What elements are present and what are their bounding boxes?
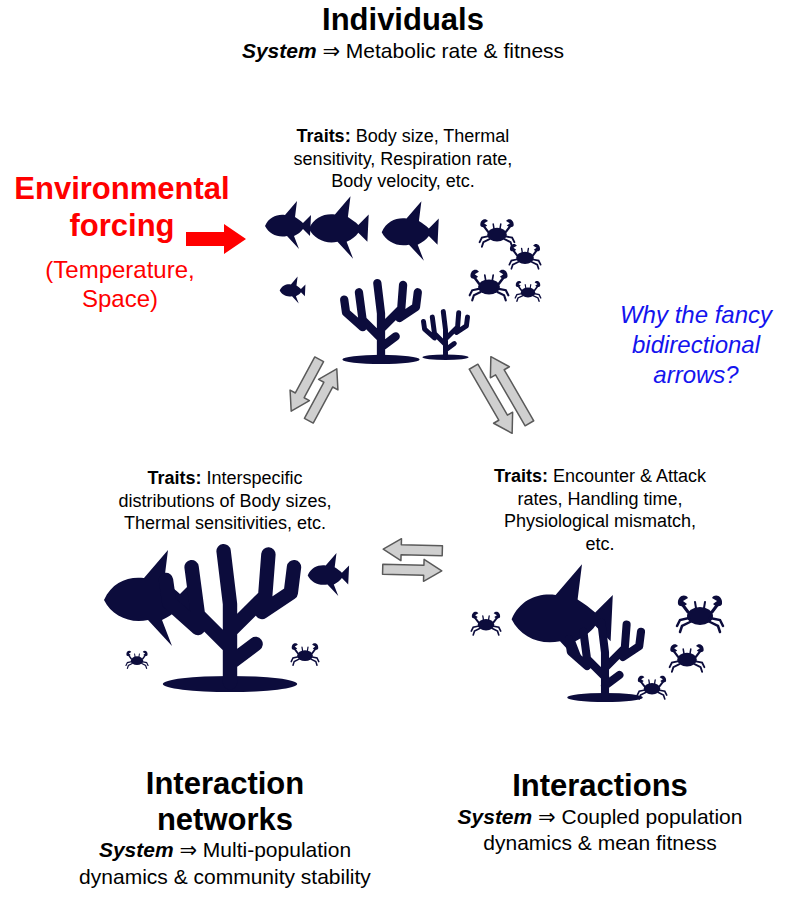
question-note: Why the fancy bidirectional arrows?: [598, 300, 794, 390]
coral-silhouette: [567, 623, 643, 702]
fish-silhouette: [309, 196, 369, 258]
crab-silhouette: [471, 612, 500, 635]
emphasis: Traits:: [494, 466, 548, 486]
text-run: ⇒ Metabolic rate & fitness: [317, 39, 565, 62]
coral-silhouette: [422, 312, 468, 360]
system-line: System ⇒ Multi-population dynamics & com…: [75, 837, 375, 890]
fish-silhouette: [104, 550, 196, 646]
emphasis: Traits:: [147, 468, 201, 488]
bidirectional-arrow: [469, 357, 534, 434]
emphasis: System: [458, 805, 533, 828]
bidirectional-arrow: [290, 357, 338, 423]
circle-heading: InteractionsSystem ⇒ Coupled population …: [445, 768, 755, 856]
crab-silhouette: [470, 270, 509, 301]
fish-silhouette: [382, 201, 439, 261]
circle-outline: [248, 70, 558, 380]
emphasis: System: [99, 838, 174, 861]
system-circle: Interaction networksSystem ⇒ Multi-popul…: [70, 400, 380, 710]
system-circle: IndividualsSystem ⇒ Metabolic rate & fit…: [248, 70, 558, 380]
crab-silhouette: [480, 219, 515, 247]
system-circle: InteractionsSystem ⇒ Coupled population …: [445, 410, 755, 720]
circle-fill: [72, 402, 379, 709]
coral-silhouette: [342, 283, 419, 364]
circle-heading: IndividualsSystem ⇒ Metabolic rate & fit…: [183, 2, 623, 64]
crab-silhouette: [126, 651, 148, 668]
crab-silhouette: [515, 281, 541, 301]
coral-silhouette: [163, 551, 297, 692]
forcing-arrow: [186, 224, 246, 254]
forcing-note: (Temperature, Space): [20, 256, 220, 314]
traits-text: Traits: Body size, Thermal sensitivity, …: [293, 125, 513, 193]
circle-heading: Interaction networksSystem ⇒ Multi-popul…: [75, 766, 375, 890]
level-title: Interaction networks: [75, 766, 375, 837]
circle-fill: [250, 72, 557, 379]
emphasis: System: [242, 39, 317, 62]
level-title: Individuals: [183, 2, 623, 38]
forcing-label: Environmental forcing: [2, 170, 242, 244]
system-line: System ⇒ Metabolic rate & fitness: [183, 38, 623, 64]
circle-fill: [447, 412, 754, 719]
emphasis: Traits:: [297, 126, 351, 146]
bidirectional-arrow: [383, 539, 443, 582]
level-title: Interactions: [445, 768, 755, 804]
crab-silhouette: [670, 644, 705, 672]
traits-text: Traits: Interspecific distributions of B…: [105, 467, 345, 535]
system-line: System ⇒ Coupled population dynamics & m…: [445, 804, 755, 857]
crab-silhouette: [677, 596, 723, 632]
crab-silhouette: [637, 676, 666, 699]
crab-silhouette: [291, 643, 319, 665]
fish-silhouette: [265, 201, 311, 249]
crab-silhouette: [509, 244, 540, 269]
fish-silhouette: [308, 553, 349, 596]
fish-silhouette: [280, 277, 306, 304]
circle-outline: [445, 410, 755, 720]
fish-silhouette: [512, 564, 613, 670]
traits-text: Traits: Encounter & Attack rates, Handli…: [490, 465, 710, 555]
circle-outline: [70, 400, 380, 710]
